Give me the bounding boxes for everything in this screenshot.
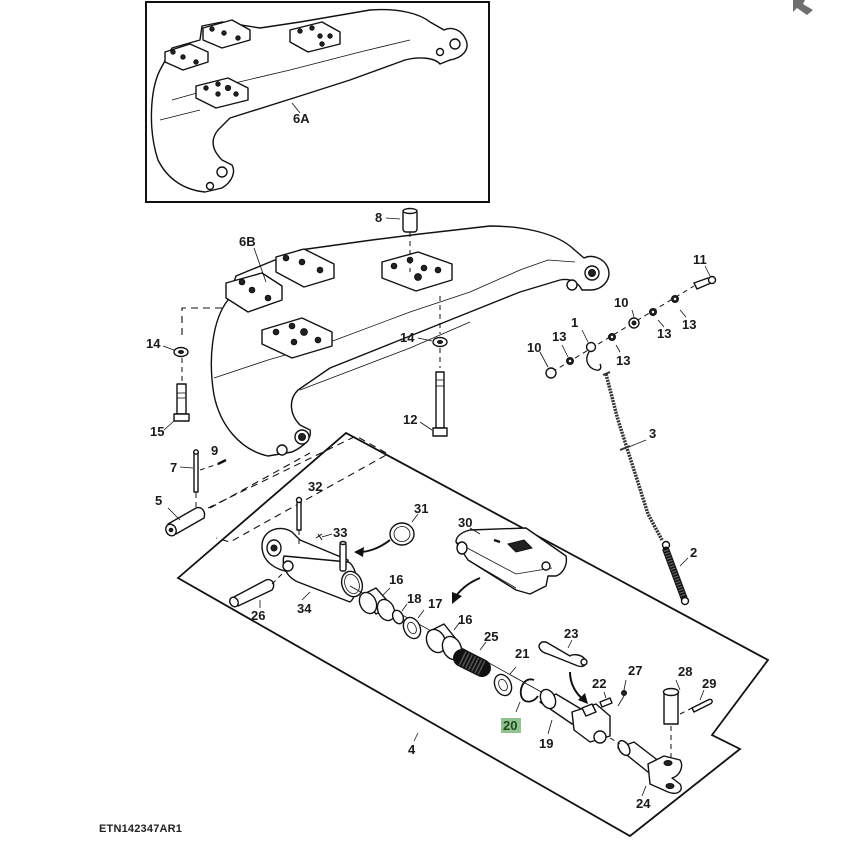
callout-10-left[interactable]: 10: [527, 340, 541, 355]
part-7-pin: [179, 449, 199, 510]
callout-1[interactable]: 1: [571, 315, 578, 330]
part-2-spring: [661, 540, 690, 606]
arrow-30-to-17: [455, 577, 481, 597]
callout-28[interactable]: 28: [678, 664, 692, 679]
callout-16-b[interactable]: 16: [458, 612, 472, 627]
part-17-seal: [402, 609, 425, 640]
part-26-pin: [229, 569, 287, 608]
part-16-bushing-a: [358, 587, 396, 622]
arrow-31-to-34: [359, 539, 391, 553]
callout-20[interactable]: 20: [503, 718, 517, 733]
callout-10-right[interactable]: 10: [614, 295, 628, 310]
part-21-washer: [493, 666, 517, 697]
part-3-chain: [602, 371, 664, 541]
chain-hardware: [539, 295, 687, 379]
callout-32[interactable]: 32: [308, 479, 322, 494]
part-14-washer-left: [162, 307, 222, 382]
callout-6b[interactable]: 6B: [239, 234, 256, 249]
callout-16-a[interactable]: 16: [389, 572, 403, 587]
part-25-spring: [453, 641, 491, 677]
callout-12[interactable]: 12: [403, 412, 417, 427]
callout-34[interactable]: 34: [297, 601, 312, 616]
mouse-cursor-icon: [793, 0, 813, 15]
part-15-bolt: [163, 383, 190, 431]
part-32-pin: [295, 496, 303, 546]
arrow-head-30: [452, 592, 462, 604]
callout-25[interactable]: 25: [484, 629, 498, 644]
callout-5[interactable]: 5: [155, 493, 162, 508]
part-22-pin: [599, 691, 613, 708]
callout-33[interactable]: 33: [333, 525, 347, 540]
callout-13-right[interactable]: 13: [682, 317, 696, 332]
callout-8[interactable]: 8: [375, 210, 382, 225]
callout-9[interactable]: 9: [211, 443, 218, 458]
part-9-clip: [199, 458, 227, 471]
callout-26[interactable]: 26: [251, 608, 265, 623]
callout-6a[interactable]: 6A: [293, 111, 310, 126]
part-20-snap-ring: [515, 678, 539, 713]
part-23-clip: [538, 639, 588, 668]
callout-23[interactable]: 23: [564, 626, 578, 641]
arrow-23-to-19: [569, 671, 585, 701]
callout-29[interactable]: 29: [702, 676, 716, 691]
callout-14-left[interactable]: 14: [146, 336, 161, 351]
part-27-ball: [617, 679, 627, 707]
part-29-cotter: [679, 689, 713, 715]
callout-18[interactable]: 18: [407, 591, 421, 606]
callout-21[interactable]: 21: [515, 646, 529, 661]
callout-13-left[interactable]: 13: [552, 329, 566, 344]
callout-17[interactable]: 17: [428, 596, 442, 611]
part-30-latch: [455, 527, 568, 595]
assembly-4-outline: [176, 431, 770, 838]
part-34-housing: [261, 527, 364, 603]
callout-3[interactable]: 3: [649, 426, 656, 441]
inset-frame-6a: [145, 1, 490, 203]
part-31-ring: [389, 513, 419, 546]
figure-id: ETN142347AR1: [99, 823, 183, 835]
callout-20-highlight: [501, 718, 521, 733]
callout-14-right[interactable]: 14: [400, 330, 415, 345]
callout-15[interactable]: 15: [150, 424, 164, 439]
callout-11[interactable]: 11: [693, 252, 707, 267]
chain-axis-line: [551, 285, 695, 373]
projection-dashed-box: [207, 435, 390, 543]
part-5-pin: [165, 506, 206, 537]
callout-13-mid[interactable]: 13: [616, 353, 630, 368]
callout-22[interactable]: 22: [592, 676, 606, 691]
arrow-head-31: [354, 547, 364, 557]
part-28-pin: [662, 679, 681, 758]
arrow-head-23: [578, 693, 588, 704]
callout-19[interactable]: 19: [539, 736, 553, 751]
callout-7[interactable]: 7: [170, 460, 177, 475]
callout-30[interactable]: 30: [458, 515, 472, 530]
frame-6b: [210, 225, 610, 457]
part-11-bolt: [693, 265, 717, 290]
part-8-pin: [385, 207, 418, 272]
callout-13-right2[interactable]: 13: [657, 326, 671, 341]
part-14-washer-right: [417, 296, 448, 368]
part-19-rod: [539, 688, 611, 744]
callout-24[interactable]: 24: [636, 796, 651, 811]
callout-31[interactable]: 31: [414, 501, 428, 516]
callout-27[interactable]: 27: [628, 663, 642, 678]
part-24-clevis: [609, 737, 683, 797]
part-33-pin: [315, 533, 347, 572]
callout-4[interactable]: 4: [408, 742, 416, 757]
callout-2[interactable]: 2: [690, 545, 697, 560]
part-18-oring: [391, 603, 408, 625]
part-12-bolt: [419, 371, 448, 437]
